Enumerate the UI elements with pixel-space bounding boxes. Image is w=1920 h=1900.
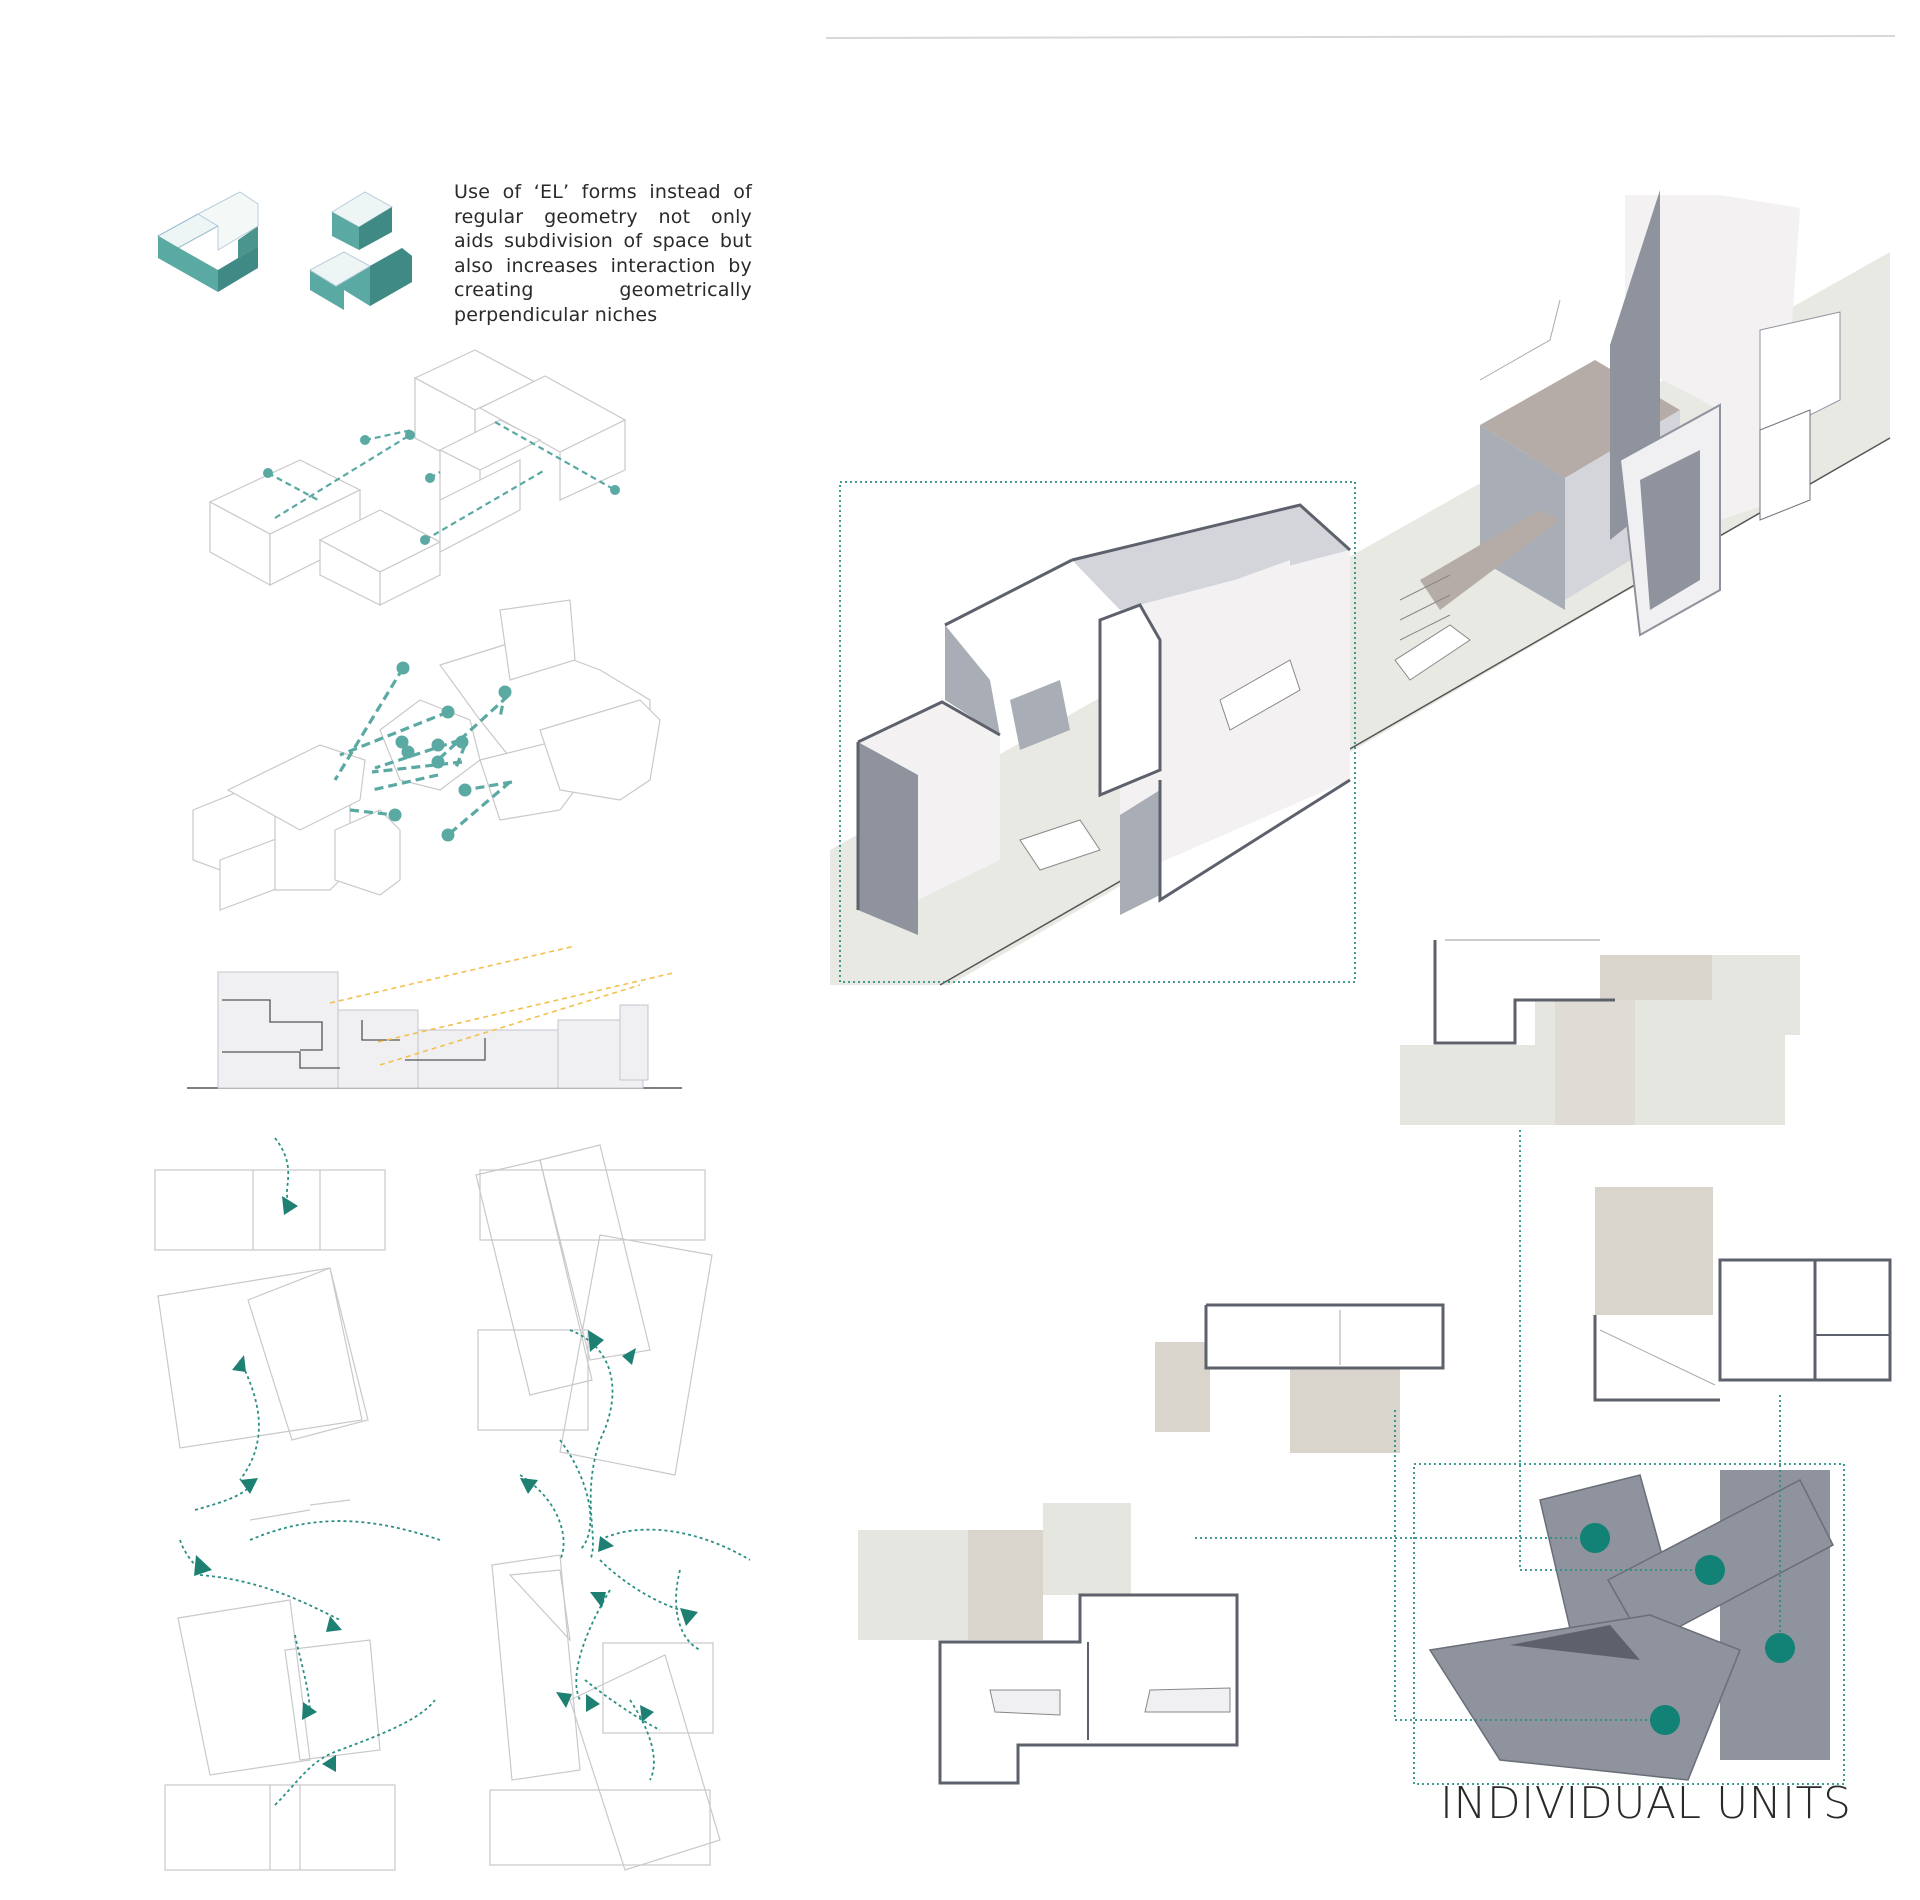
massing-diagram-orthogonal xyxy=(208,349,627,606)
massing-diagram-rotated xyxy=(192,599,661,911)
axonometric-rear-block xyxy=(1479,190,1841,637)
unit-plan-b xyxy=(1593,1187,1892,1402)
site-section xyxy=(187,945,682,1089)
el-block-icon xyxy=(156,191,259,292)
circulation-plan-rotated xyxy=(475,1144,721,1871)
circulation-plan-orthogonal xyxy=(154,1169,396,1871)
circulation-arrow-markers xyxy=(194,1196,698,1772)
el-forms-caption: Use of ‘EL’ forms instead of regular geo… xyxy=(454,181,752,326)
unit-highlight-frame xyxy=(839,481,1356,983)
unit-plan-d xyxy=(858,1503,1239,1785)
interaction-nodes-rotated xyxy=(388,661,512,842)
top-rule xyxy=(825,35,1896,39)
unit-leader-lines xyxy=(1195,1130,1781,1721)
el-stacked-block-icon xyxy=(308,191,412,310)
individual-units-composition xyxy=(1428,1470,1835,1781)
axonometric-stair xyxy=(1394,510,1560,681)
circulation-paths xyxy=(179,1137,751,1806)
unit-plan-c xyxy=(1155,1302,1445,1453)
interaction-lines-rotated xyxy=(333,667,513,837)
interaction-nodes-orthogonal xyxy=(263,430,620,545)
unit-markers xyxy=(1580,1523,1795,1735)
axonometric-front-block xyxy=(856,503,1352,935)
unit-plan-a xyxy=(1400,939,1800,1125)
units-highlight-frame xyxy=(1413,1463,1845,1785)
individual-units-title: INDIVIDUAL UNITS xyxy=(1440,1778,1852,1829)
